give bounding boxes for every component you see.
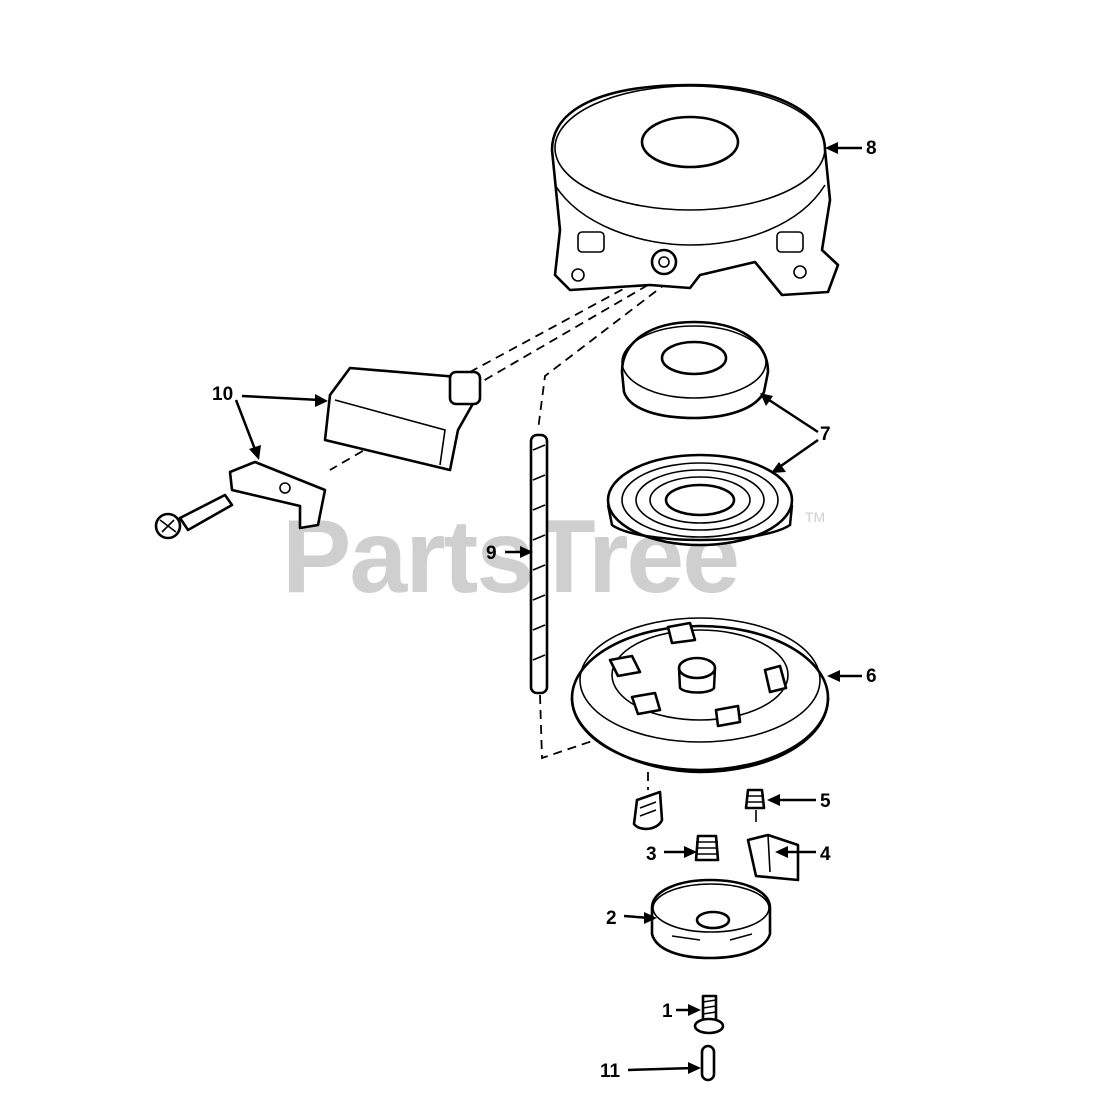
- handle-insert: [228, 460, 327, 530]
- callout-3: 3: [646, 844, 657, 865]
- callout-11: 11: [600, 1061, 621, 1082]
- pawl-4: [746, 833, 800, 882]
- pin-11: [700, 1044, 716, 1082]
- callout-5: 5: [820, 791, 831, 812]
- callout-10: 10: [212, 384, 233, 405]
- shoulder-screw: [693, 994, 725, 1035]
- callout-8: 8: [866, 138, 877, 159]
- pawl-pin: [632, 790, 664, 831]
- pulley: [570, 617, 830, 774]
- callout-1: 1: [662, 1001, 673, 1022]
- spring-3: [694, 834, 720, 862]
- handle-screw: [154, 493, 234, 540]
- callout-arrows: [234, 142, 862, 1074]
- callout-9: 9: [486, 543, 497, 564]
- spring-retainer: [620, 320, 770, 420]
- callout-6: 6: [866, 666, 877, 687]
- callout-7: 7: [820, 424, 831, 445]
- spring-5: [744, 788, 766, 822]
- callout-4: 4: [820, 844, 831, 865]
- cam-retainer: [650, 878, 772, 960]
- watermark-trademark: TM: [805, 509, 825, 525]
- starter-rope: [529, 433, 549, 695]
- callout-2: 2: [606, 908, 617, 929]
- recoil-spring: [606, 453, 794, 547]
- starter-handle: [323, 366, 482, 472]
- starter-housing: [550, 83, 840, 297]
- callout-labels: 8 10 7 9 6 5 3 4 2 1 11: [212, 138, 877, 1082]
